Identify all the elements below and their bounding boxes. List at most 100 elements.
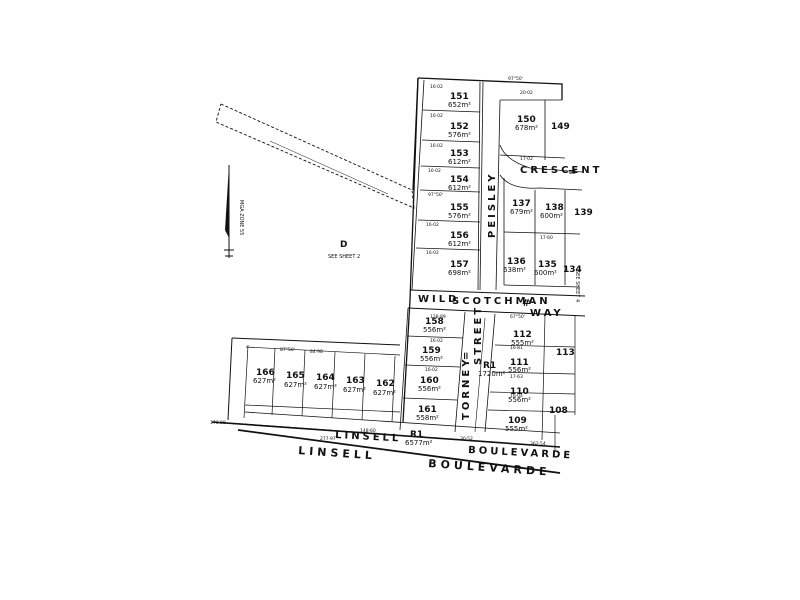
street-linsell-inner: LINSELL bbox=[335, 430, 402, 444]
svg-text:17·63: 17·63 bbox=[510, 374, 523, 380]
lot-area: 627m² bbox=[373, 389, 396, 397]
lot-area: 679m² bbox=[510, 208, 533, 216]
lot-area: 556m² bbox=[420, 355, 443, 363]
lot-number: 163 bbox=[346, 376, 365, 386]
lot-area: 627m² bbox=[314, 383, 337, 391]
svg-text:16·02: 16·02 bbox=[426, 222, 439, 228]
lot-153: 153 612m² bbox=[448, 149, 471, 166]
lot-area: 556m² bbox=[418, 385, 441, 393]
lot-number: 161 bbox=[418, 405, 437, 415]
parcel-d-label: D bbox=[340, 240, 347, 250]
street-wild: WILD bbox=[418, 294, 459, 305]
svg-text:16·04: 16·04 bbox=[510, 393, 523, 399]
block-outline bbox=[227, 77, 586, 450]
svg-text:16·02: 16·02 bbox=[430, 338, 443, 344]
svg-text:16·81: 16·81 bbox=[510, 345, 523, 351]
lot-number: 135 bbox=[538, 260, 557, 270]
svg-text:128·89: 128·89 bbox=[430, 314, 446, 320]
lot-139: 139 bbox=[574, 208, 593, 218]
svg-text:84·98: 84·98 bbox=[310, 349, 323, 355]
lot-area: 638m² bbox=[503, 266, 526, 274]
lot-number: 154 bbox=[450, 175, 469, 185]
reserve-area: 1720m² bbox=[478, 370, 506, 378]
svg-text:16·02: 16·02 bbox=[430, 84, 443, 90]
lot-113: 113 bbox=[556, 348, 575, 358]
svg-text:16·02: 16·02 bbox=[425, 367, 438, 373]
street-boulevarde-outer: BOULEVARDE bbox=[428, 457, 551, 479]
street-linsell-outer: LINSELL bbox=[298, 444, 376, 462]
lot-number: 138 bbox=[545, 203, 564, 213]
lot-149: 149 bbox=[551, 122, 570, 132]
lot-135: 135 600m² bbox=[534, 260, 557, 277]
lot-110: 110 556m² bbox=[508, 387, 531, 404]
lot-number: 162 bbox=[376, 379, 395, 389]
lot-112: 112 555m² bbox=[511, 330, 534, 347]
svg-text:20·02: 20·02 bbox=[520, 90, 533, 96]
svg-text:97°50': 97°50' bbox=[508, 76, 523, 82]
lot-area: 576m² bbox=[448, 131, 471, 139]
lot-159: 159 556m² bbox=[420, 346, 443, 363]
lot-108: 108 bbox=[549, 406, 568, 416]
lot-number: 109 bbox=[508, 416, 527, 426]
lot-155: 155 576m² bbox=[448, 203, 471, 220]
svg-text:97°50': 97°50' bbox=[428, 192, 443, 198]
lot-number: 108 bbox=[549, 406, 568, 416]
lot-154: 154 612m² bbox=[448, 175, 471, 192]
lot-area: 600m² bbox=[534, 269, 557, 277]
lot-160: 160 556m² bbox=[418, 376, 441, 393]
lot-area: 612m² bbox=[448, 158, 471, 166]
lot-158: 158 556m² bbox=[423, 317, 446, 334]
dimension-marks: 16·02 97°50' 20·02 16·02 16·02 16·02 97°… bbox=[210, 76, 553, 447]
linsell-boulevarde-road bbox=[211, 421, 561, 474]
street-torney-symbol: = bbox=[461, 349, 472, 360]
lot-number: 110 bbox=[510, 387, 529, 397]
svg-text:17·60: 17·60 bbox=[540, 235, 553, 241]
lot-area: 612m² bbox=[448, 240, 471, 248]
north-arrow-label: MGA ZONE 55 bbox=[238, 200, 244, 235]
lot-165: 165 627m² bbox=[284, 371, 307, 389]
svg-text:16·02: 16·02 bbox=[430, 113, 443, 119]
street-street: STREET bbox=[473, 305, 484, 365]
lot-area: 555m² bbox=[505, 425, 528, 433]
lot-134: 134 bbox=[563, 265, 582, 275]
lot-area: 652m² bbox=[448, 101, 471, 109]
street-boulevarde-inner: BOULEVARDE bbox=[468, 445, 574, 461]
lot-number: 150 bbox=[517, 115, 536, 125]
lot-area: 555m² bbox=[511, 339, 534, 347]
lot-area: 556m² bbox=[508, 366, 531, 374]
lot-area: 612m² bbox=[448, 184, 471, 192]
lot-area: 698m² bbox=[448, 269, 471, 277]
lot-151: 151 652m² bbox=[448, 92, 471, 109]
lot-area: 627m² bbox=[253, 377, 276, 385]
street-crescent: CRESCENT bbox=[520, 165, 602, 176]
reserve-r1-torney: R1 1720m² bbox=[478, 361, 506, 378]
lot-area: 558m² bbox=[416, 414, 439, 422]
lot-152: 152 576m² bbox=[448, 122, 471, 139]
lot-157: 157 698m² bbox=[448, 260, 471, 277]
lot-number: 113 bbox=[556, 348, 575, 358]
street-crescent-symbol: = bbox=[568, 167, 579, 178]
lot-area: 556m² bbox=[423, 326, 446, 334]
lot-number: 112 bbox=[513, 330, 532, 340]
lot-number: 165 bbox=[286, 371, 305, 381]
svg-text:16·02: 16·02 bbox=[426, 250, 439, 256]
svg-text:277·97: 277·97 bbox=[320, 436, 336, 442]
lot-number: 136 bbox=[507, 257, 526, 267]
lot-number: 155 bbox=[450, 203, 469, 213]
lot-number: 111 bbox=[510, 358, 529, 368]
lot-number: 153 bbox=[450, 149, 469, 159]
lot-number: 152 bbox=[450, 122, 469, 132]
svg-text:17·02: 17·02 bbox=[520, 156, 533, 162]
svg-text:67°50': 67°50' bbox=[510, 314, 525, 320]
street-scotchman: SCOTCHMAN bbox=[452, 296, 551, 307]
lot-area: 600m² bbox=[540, 212, 563, 220]
reserve-r1-linsell: R1 6577m² bbox=[405, 430, 433, 447]
lot-area: 627m² bbox=[343, 386, 366, 394]
lot-area: 627m² bbox=[284, 381, 307, 389]
lot-number: 139 bbox=[574, 208, 593, 218]
lot-number: 157 bbox=[450, 260, 469, 270]
reserve-label: R1 bbox=[410, 430, 423, 440]
svg-text:16·02: 16·02 bbox=[428, 168, 441, 174]
lot-number: 149 bbox=[551, 122, 570, 132]
